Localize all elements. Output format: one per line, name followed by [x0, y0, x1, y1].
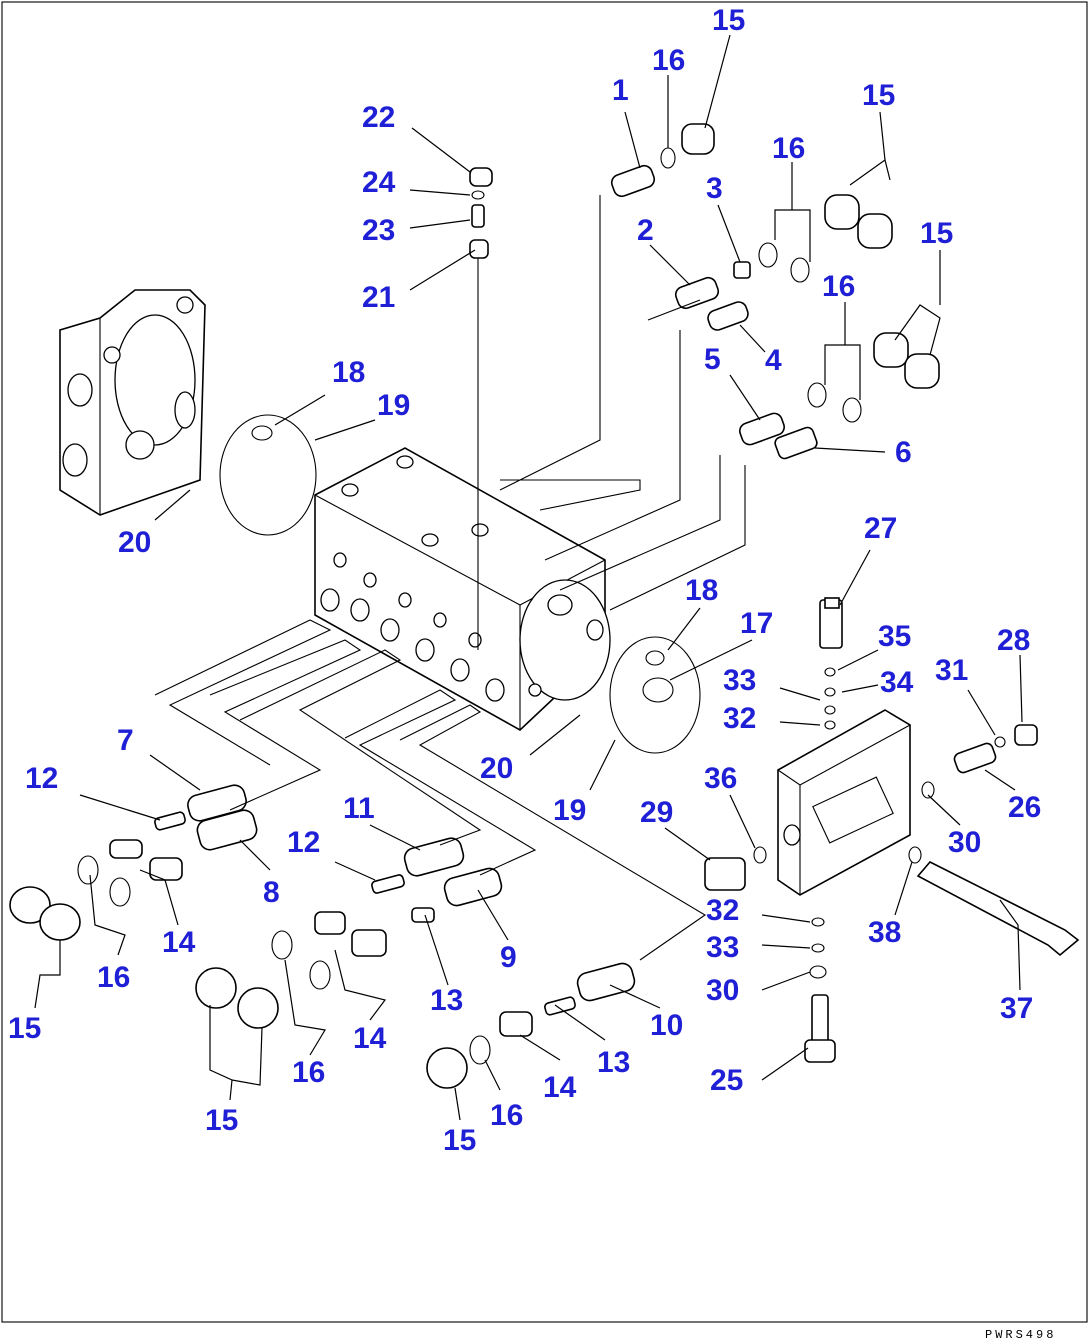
flow-paths: [154, 195, 746, 961]
callout-16: 16: [822, 270, 855, 303]
callout-33: 33: [723, 664, 756, 697]
o-ring-18-right: [645, 650, 665, 666]
gasket-19-right: [609, 636, 701, 754]
callout-7: 7: [117, 724, 134, 757]
valve-parts-top: [469, 123, 940, 460]
callout-18: 18: [332, 356, 365, 389]
callout-15: 15: [862, 79, 895, 112]
right-block: [704, 597, 1080, 1063]
callout-2: 2: [637, 214, 654, 247]
callout-32: 32: [706, 894, 739, 927]
callout-12: 12: [25, 762, 58, 795]
callout-15: 15: [443, 1124, 476, 1157]
callout-19: 19: [377, 389, 410, 422]
callout-3: 3: [706, 172, 723, 205]
o-ring-17: [642, 677, 674, 703]
callout-36: 36: [704, 762, 737, 795]
callout-4: 4: [765, 344, 782, 377]
gasket-19-left: [219, 414, 317, 536]
callout-35: 35: [878, 620, 911, 653]
callout-32: 32: [723, 702, 756, 735]
callout-10: 10: [650, 1009, 683, 1042]
callout-38: 38: [868, 916, 901, 949]
callout-23: 23: [362, 214, 395, 247]
callout-16: 16: [292, 1056, 325, 1089]
callout-28: 28: [997, 624, 1030, 657]
callout-16: 16: [490, 1099, 523, 1132]
callout-26: 26: [1008, 791, 1041, 824]
o-ring-18-left: [251, 425, 273, 441]
end-cover-left: [59, 289, 206, 516]
callout-19: 19: [553, 794, 586, 827]
leader-lines: [34, 34, 1023, 1121]
callout-27: 27: [864, 512, 897, 545]
callout-16: 16: [772, 132, 805, 165]
callout-5: 5: [704, 343, 721, 376]
callout-14: 14: [543, 1071, 577, 1104]
callout-1: 1: [612, 74, 629, 107]
callout-24: 24: [362, 166, 396, 199]
callout-37: 37: [1000, 992, 1033, 1025]
callout-20: 20: [480, 752, 513, 785]
callout-15: 15: [920, 217, 953, 250]
callout-20: 20: [118, 526, 151, 559]
valve-body: [314, 447, 611, 731]
callout-30: 30: [948, 826, 981, 859]
callout-13: 13: [597, 1046, 630, 1079]
callout-9: 9: [500, 941, 517, 974]
callout-16: 16: [652, 44, 685, 77]
callout-21: 21: [362, 281, 395, 314]
callout-15: 15: [8, 1012, 41, 1045]
callout-29: 29: [640, 796, 673, 829]
callout-15: 15: [205, 1104, 238, 1137]
callout-16: 16: [97, 961, 130, 994]
callout-33: 33: [706, 931, 739, 964]
callout-18: 18: [685, 574, 718, 607]
callout-6: 6: [895, 436, 912, 469]
callout-17: 17: [740, 607, 773, 640]
callout-30: 30: [706, 974, 739, 1007]
callout-14: 14: [353, 1022, 387, 1055]
callout-15: 15: [712, 4, 745, 37]
callout-12: 12: [287, 826, 320, 859]
callout-labels: 15 16 1 22 24 15 23 21 16 3 2 15 16 4 5 …: [8, 4, 1041, 1157]
callout-34: 34: [880, 666, 914, 699]
callout-13: 13: [430, 984, 463, 1017]
callout-14: 14: [162, 926, 196, 959]
spool-parts: [9, 784, 636, 1089]
figure-code: PWRS498: [985, 1328, 1056, 1342]
callout-8: 8: [263, 876, 280, 909]
callout-31: 31: [935, 654, 968, 687]
callout-11: 11: [343, 792, 375, 825]
callout-25: 25: [710, 1064, 743, 1097]
callout-22: 22: [362, 101, 395, 134]
